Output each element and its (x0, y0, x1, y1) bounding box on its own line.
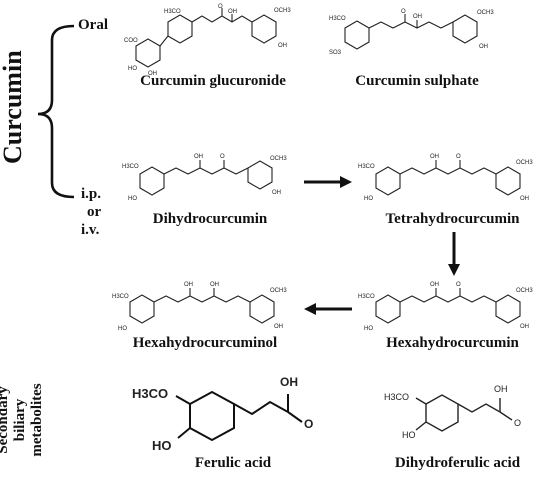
svg-text:OH: OH (210, 282, 219, 288)
svg-text:OH: OH (272, 190, 281, 196)
svg-text:OH: OH (413, 14, 422, 20)
svg-text:HO: HO (128, 66, 137, 72)
svg-text:OCH3: OCH3 (516, 288, 533, 294)
svg-text:HO: HO (364, 326, 373, 332)
svg-text:OH: OH (479, 44, 488, 50)
label-tetrahydrocurcumin: Tetrahydrocurcumin (385, 211, 520, 227)
svg-text:OH: OH (274, 324, 283, 330)
arrowhead-right (340, 176, 352, 188)
label-dihydrocurcumin: Dihydrocurcumin (152, 211, 268, 227)
svg-text:HO: HO (364, 196, 373, 202)
svg-text:OH: OH (228, 9, 237, 15)
route-oral: Oral (78, 17, 108, 33)
svg-text:OH: OH (194, 154, 203, 160)
svg-text:OCH3: OCH3 (516, 160, 533, 166)
route-ip: i.p. (81, 186, 102, 202)
structure-curcumin-sulphate: H3CO SO3 O OH OCH3 OH (329, 9, 494, 56)
svg-text:O: O (220, 154, 225, 160)
svg-text:H3CO: H3CO (132, 386, 168, 401)
structure-hexahydrocurcumin: H3CO OH O OCH3 HO OH (358, 282, 533, 332)
route-or: or (87, 204, 102, 220)
svg-text:OCH3: OCH3 (477, 10, 494, 16)
svg-text:H3CO: H3CO (164, 9, 181, 15)
label-hexahydrocurcumin: Hexahydrocurcumin (386, 335, 519, 351)
structure-curcumin-glucuronide: H3CO COO O OH OCH3 OH HO OH (124, 4, 291, 77)
svg-text:OH: OH (430, 282, 439, 288)
svg-text:OH: OH (430, 154, 439, 160)
svg-text:OH: OH (278, 43, 287, 49)
svg-text:H3CO: H3CO (358, 164, 375, 170)
svg-text:OH: OH (520, 324, 529, 330)
label-ferulic-acid: Ferulic acid (194, 455, 272, 471)
svg-text:SO3: SO3 (329, 50, 342, 56)
structure-hexahydrocurcuminol: H3CO OH OH OCH3 HO OH (112, 282, 287, 332)
svg-text:HO: HO (128, 196, 137, 202)
svg-text:HO: HO (402, 430, 416, 440)
label-dihydroferulic-acid: Dihydroferulic acid (394, 455, 521, 471)
svg-text:O: O (456, 154, 461, 160)
svg-text:O: O (401, 9, 406, 15)
secondary-metabolites-label: Secondary biliary metabolites (0, 355, 55, 479)
label-curcumin-glucuronide: Curcumin glucuronide (140, 73, 286, 89)
svg-text:OCH3: OCH3 (270, 288, 287, 294)
svg-text:OH: OH (148, 71, 157, 77)
svg-text:H3CO: H3CO (384, 392, 409, 402)
svg-text:H3CO: H3CO (358, 294, 375, 300)
svg-text:OH: OH (280, 375, 298, 389)
svg-text:OH: OH (184, 282, 193, 288)
svg-text:OCH3: OCH3 (274, 8, 291, 14)
svg-text:O: O (304, 417, 313, 431)
arrowhead-left (304, 303, 316, 315)
svg-text:H3CO: H3CO (112, 294, 129, 300)
arrowhead-down (448, 264, 460, 276)
svg-text:HO: HO (152, 438, 172, 453)
svg-text:H3CO: H3CO (329, 16, 346, 22)
svg-text:H3CO: H3CO (122, 164, 139, 170)
svg-text:OH: OH (520, 196, 529, 202)
secondary-label-line-3: metabolites (29, 383, 45, 457)
route-iv: i.v. (81, 222, 100, 238)
svg-text:O: O (218, 4, 223, 10)
svg-text:HO: HO (118, 326, 127, 332)
secondary-label-line-1: Secondary (0, 386, 11, 454)
svg-text:O: O (514, 418, 521, 428)
label-curcumin-sulphate: Curcumin sulphate (355, 73, 479, 89)
structure-dihydroferulic-acid: H3CO OH O HO (384, 384, 521, 440)
route-brace (37, 24, 75, 199)
structure-tetrahydrocurcumin: H3CO OH O OCH3 HO OH (358, 154, 533, 202)
secondary-label-line-2: biliary (12, 398, 28, 442)
svg-text:OH: OH (494, 384, 508, 394)
label-hexahydrocurcuminol: Hexahydrocurcuminol (132, 335, 278, 351)
svg-text:O: O (456, 282, 461, 288)
structure-ferulic-acid: H3CO OH O HO (132, 375, 313, 453)
svg-text:COO: COO (124, 38, 138, 44)
structure-dihydrocurcumin: H3CO OH O OCH3 HO OH (122, 154, 287, 202)
svg-text:OCH3: OCH3 (270, 156, 287, 162)
